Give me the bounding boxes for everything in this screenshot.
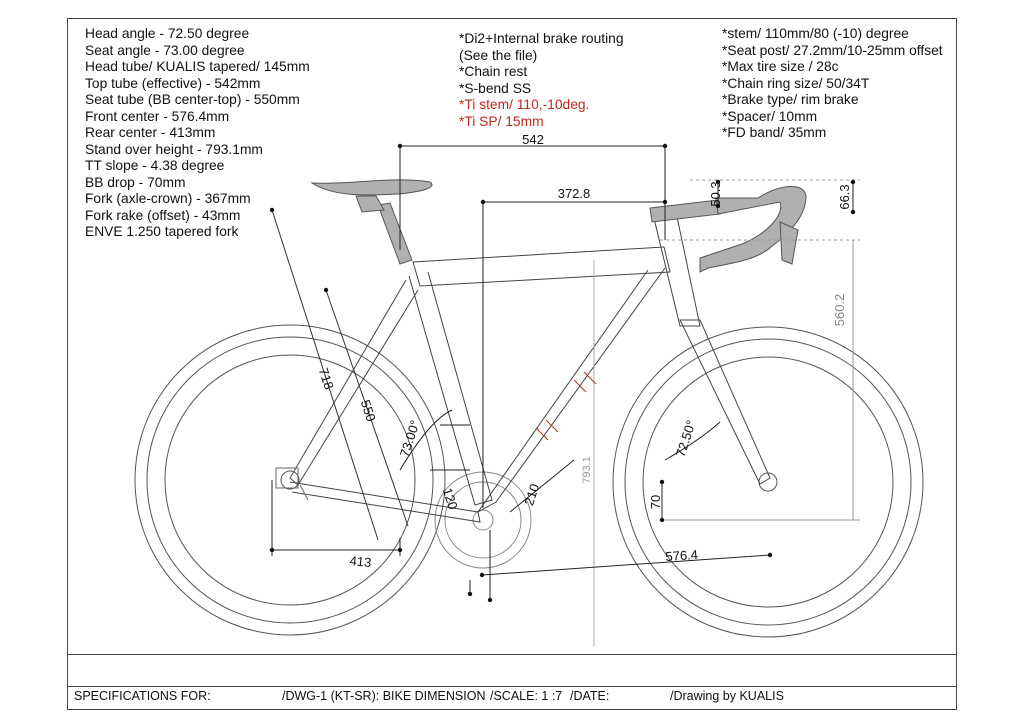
build-note-line-0: *Di2+Internal brake routing bbox=[459, 31, 624, 46]
footer-scale: /SCALE: 1 :7 bbox=[490, 689, 563, 703]
dim-seat-tube: 550 bbox=[358, 398, 379, 423]
bottle-mount-marks bbox=[535, 371, 597, 441]
dim-reach: 372.8 bbox=[558, 186, 591, 201]
geometry-spec-line-9: BB drop - 70mm bbox=[85, 174, 186, 190]
title-block-divider bbox=[67, 654, 957, 655]
component-spec-line-1: *Seat post/ 27.2mm/10-25mm offset bbox=[722, 42, 943, 58]
dim-crank: 210 bbox=[521, 482, 542, 507]
geometry-spec-line-12: ENVE 1.250 tapered fork bbox=[85, 224, 239, 239]
rear-wheel bbox=[134, 324, 446, 636]
dim-bb-drop: 70 bbox=[648, 495, 663, 509]
front-wheel bbox=[612, 326, 924, 638]
component-spec-line-3: *Chain ring size/ 50/34T bbox=[722, 75, 870, 91]
footer-author: /Drawing by KUALIS bbox=[670, 689, 784, 703]
stem-handlebar bbox=[649, 185, 807, 273]
dim-top-tube: 542 bbox=[522, 132, 544, 147]
component-spec-line-4: *Brake type/ rim brake bbox=[722, 92, 859, 107]
title-block-row-divider bbox=[67, 686, 957, 687]
dim-rear-center: 413 bbox=[349, 553, 372, 570]
build-note-line-3: *S-bend SS bbox=[459, 80, 532, 96]
frame bbox=[289, 209, 771, 523]
dimension-lines bbox=[271, 145, 860, 646]
footer-specs-for: SPECIFICATIONS FOR: bbox=[74, 689, 211, 703]
geometry-spec-line-0: Head angle - 72.50 degree bbox=[85, 26, 250, 41]
geometry-spec-line-6: Rear center - 413mm bbox=[85, 125, 216, 140]
dim-standover: 793.1 bbox=[581, 456, 593, 484]
geometry-spec-line-11: Fork rake (offset) - 43mm bbox=[85, 207, 241, 223]
component-spec-line-0: *stem/ 110mm/80 (-10) degree bbox=[722, 26, 909, 41]
geometry-spec-line-2: Head tube/ KUALIS tapered/ 145mm bbox=[85, 59, 310, 74]
geometry-spec-line-10: Fork (axle-crown) - 367mm bbox=[85, 191, 251, 206]
build-notes-list: *Di2+Internal brake routing(See the file… bbox=[459, 31, 624, 130]
dim-stem-drop: 50.3 bbox=[708, 181, 723, 206]
component-spec-line-2: *Max tire size / 28c bbox=[722, 59, 839, 74]
dim-bar-height: 66.3 bbox=[837, 184, 852, 209]
component-spec-line-6: *FD band/ 35mm bbox=[722, 125, 827, 140]
build-note-line-5: *Ti SP/ 15mm bbox=[459, 113, 544, 129]
component-spec-line-5: *Spacer/ 10mm bbox=[722, 108, 818, 124]
build-note-line-1: (See the file) bbox=[459, 47, 538, 63]
dim-seat-tube-ctt: 718 bbox=[316, 366, 337, 391]
geometry-spec-line-1: Seat angle - 73.00 degree bbox=[85, 42, 245, 58]
drawing-frame bbox=[67, 18, 957, 710]
dim-bb-offset: 120 bbox=[440, 486, 461, 511]
geometry-spec-line-4: Seat tube (BB center-top) - 550mm bbox=[85, 92, 300, 107]
geometry-spec-line-5: Front center - 576.4mm bbox=[85, 108, 230, 124]
dim-stack: 560.2 bbox=[832, 294, 847, 327]
footer-drawing-number: /DWG-1 (KT-SR): BIKE DIMENSION bbox=[282, 689, 486, 703]
footer-date: /DATE: bbox=[570, 689, 610, 703]
dim-head-angle: 72.50° bbox=[673, 418, 699, 459]
geometry-spec-line-3: Top tube (effective) - 542mm bbox=[85, 75, 261, 91]
geometry-spec-line-8: TT slope - 4.38 degree bbox=[85, 158, 225, 173]
geometry-spec-line-7: Stand over height - 793.1mm bbox=[85, 141, 263, 157]
dim-seat-angle: 73.00° bbox=[397, 418, 423, 459]
build-note-line-2: *Chain rest bbox=[459, 64, 528, 79]
build-note-line-4: *Ti stem/ 110,-10deg. bbox=[459, 97, 590, 112]
rear-derailleur bbox=[275, 467, 309, 501]
seatpost-saddle bbox=[310, 179, 433, 265]
dimension-labels: 542 372.8 50.3 66.3 560.2 718 550 73.00°… bbox=[316, 132, 852, 570]
dim-front-center: 576.4 bbox=[665, 547, 699, 564]
component-spec-list: *stem/ 110mm/80 (-10) degree*Seat post/ … bbox=[722, 26, 943, 142]
dimension-dots bbox=[269, 143, 856, 603]
